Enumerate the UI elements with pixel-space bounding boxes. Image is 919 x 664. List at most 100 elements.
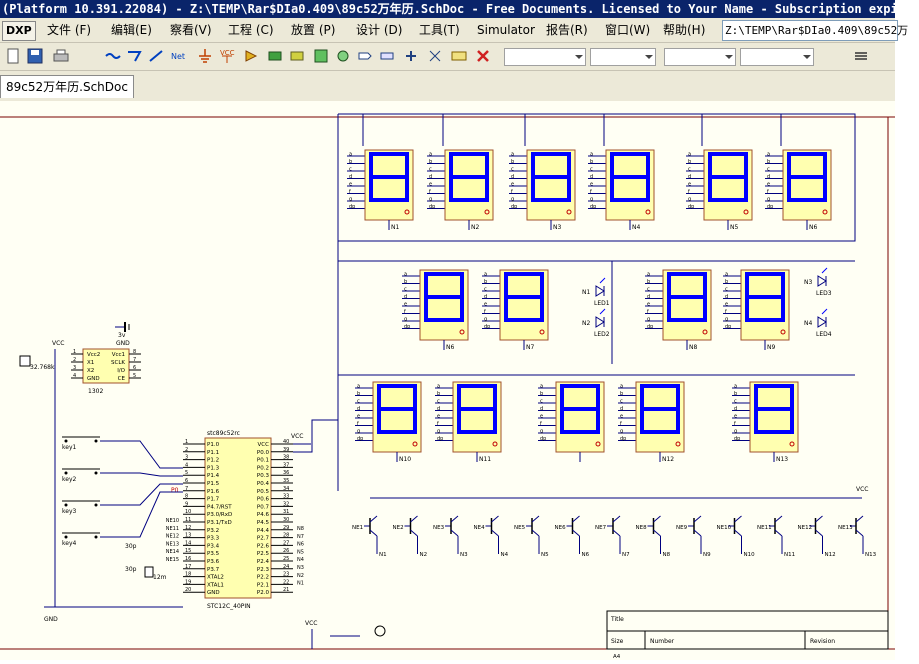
mcu-right-pin-num: 25 — [283, 556, 289, 562]
segment-pin-label: g — [511, 197, 514, 203]
document-tabs: 89c52万年历.SchDoc — [0, 71, 895, 102]
sheet-entry-icon[interactable] — [288, 47, 306, 65]
bus-icon[interactable] — [126, 47, 144, 65]
segment-pin-label: c — [429, 167, 432, 173]
transistor-collector — [653, 515, 661, 523]
io-port-icon[interactable] — [378, 47, 396, 65]
transistor-base-label: NE3 — [433, 525, 445, 531]
mcu-left-pin-num: 12 — [185, 525, 191, 531]
rtc-pin-name: X1 — [87, 360, 94, 366]
segment-pin-label: a — [484, 272, 487, 278]
save-icon[interactable] — [26, 47, 44, 65]
bus-entry-icon[interactable] — [148, 47, 166, 65]
segment-pin-label: dp — [540, 436, 546, 442]
segment-pin-label: g — [620, 429, 623, 435]
rtc-pin-num: 6 — [133, 365, 136, 371]
mcu-right-pin-num: 40 — [283, 439, 289, 445]
document-path-box[interactable]: Z:\TEMP\Rar$DIa0.409\89c52万 — [722, 20, 908, 41]
decimal-point — [702, 329, 708, 335]
filter-combo-4[interactable] — [740, 48, 814, 66]
menu-place[interactable]: 放置 (P) — [291, 23, 336, 37]
net-label-icon[interactable]: Net — [170, 47, 188, 65]
print-icon[interactable] — [52, 47, 70, 65]
port-icon[interactable] — [356, 47, 374, 65]
wire-icon[interactable] — [104, 47, 122, 65]
menu-simulator[interactable]: Simulator — [477, 23, 535, 37]
mcu-right-pin-name: P0.0 — [257, 450, 270, 456]
display-net-label: N5 — [730, 224, 738, 231]
segment-pin-label: g — [540, 429, 543, 435]
menu-tools[interactable]: 工具(T) — [419, 23, 460, 37]
mcu-left-pin-num: 10 — [185, 509, 191, 515]
cap-label: 30p — [125, 566, 137, 573]
segment-pin-label: g — [734, 429, 737, 435]
menu-dxp[interactable]: DXP — [2, 21, 36, 41]
new-icon[interactable] — [4, 47, 22, 65]
menu-window[interactable]: 窗口(W) — [605, 23, 651, 37]
schematic-drawing: abcdefgdpN1abcdefgdpN2abcdefgdpN3abcdefg… — [0, 113, 895, 660]
transistor-emitter — [572, 529, 580, 537]
led-label: LED1 — [594, 300, 610, 307]
mcu-left-pin-num: 5 — [185, 470, 188, 476]
segment-pin-label: f — [620, 421, 622, 427]
transistor-base-label: NE5 — [514, 525, 526, 531]
mcu-left-pin-num: 14 — [185, 540, 191, 546]
sheet-symbol-icon[interactable] — [266, 47, 284, 65]
tab-schdoc[interactable]: 89c52万年历.SchDoc — [0, 75, 134, 98]
menu-help[interactable]: 帮助(H) — [663, 23, 706, 37]
segment-pin-label: c — [725, 287, 728, 293]
junction-icon[interactable] — [402, 47, 420, 65]
mcu-left-pin-name: P1.7 — [207, 497, 220, 503]
transistor-emitter — [693, 529, 702, 537]
filter-combo-3[interactable] — [664, 48, 736, 66]
no-erc-icon[interactable] — [450, 47, 468, 65]
mcu-left-pin-num: 3 — [185, 455, 188, 461]
mcu-right-pin-num: 26 — [283, 548, 289, 554]
menu-file[interactable]: 文件 (F) — [47, 23, 92, 37]
display-net-label: N2 — [471, 224, 479, 231]
segment-pin-label: b — [620, 391, 623, 397]
segment-pin-label: a — [429, 152, 432, 158]
device-sheet-icon[interactable] — [312, 47, 330, 65]
harness-icon[interactable] — [334, 47, 352, 65]
led-symbol — [817, 275, 827, 287]
decimal-point — [539, 329, 545, 335]
transistor-base-label: NE6 — [555, 525, 567, 531]
transistor-collector — [491, 515, 499, 523]
filter-combo-1[interactable] — [504, 48, 586, 66]
transistor-net-label: N2 — [420, 552, 428, 558]
segment-pin-label: dp — [767, 204, 773, 210]
segment-pin-label: f — [540, 421, 542, 427]
directive-icon[interactable] — [426, 47, 444, 65]
segment-pin-label: b — [767, 159, 770, 165]
mcu-left-pin-name: P3.2 — [207, 528, 219, 534]
mcu-right-pin-name: P2.1 — [257, 582, 269, 588]
mcu-right-pin-name: P0.1 — [257, 458, 269, 464]
gnd-port-icon[interactable] — [196, 47, 214, 65]
transistor-collector — [855, 515, 864, 523]
delete-icon[interactable] — [474, 47, 492, 65]
segment-pin-label: d — [349, 174, 352, 180]
filter-combo-2[interactable] — [590, 48, 656, 66]
menu-design[interactable]: 设计 (D) — [356, 23, 403, 37]
mcu-left-pin-name: P1.1 — [207, 450, 219, 456]
menu-reports[interactable]: 报告(R) — [546, 23, 588, 37]
segment-pin-label: b — [404, 279, 407, 285]
segment-pin-label: a — [404, 272, 407, 278]
segment-pin-label: g — [484, 317, 487, 323]
rtc-pin-num: 3 — [73, 365, 76, 371]
transistor-vcc: VCC — [856, 486, 868, 493]
place-part-icon[interactable] — [242, 47, 260, 65]
menu-edit[interactable]: 编辑(E) — [111, 23, 152, 37]
segment-pin-label: g — [429, 197, 432, 203]
segment-pin-label: f — [349, 189, 351, 195]
decimal-point — [459, 329, 465, 335]
menu-view[interactable]: 察看(V) — [170, 23, 212, 37]
vcc-port-icon[interactable]: VCC — [218, 47, 236, 65]
toolbar-options-icon[interactable] — [852, 47, 870, 65]
led-net-label: N1 — [582, 289, 590, 296]
transistor-emitter — [653, 529, 661, 537]
menu-project[interactable]: 工程 (C) — [228, 23, 274, 37]
rtc-vcc-label: VCC — [52, 340, 64, 347]
